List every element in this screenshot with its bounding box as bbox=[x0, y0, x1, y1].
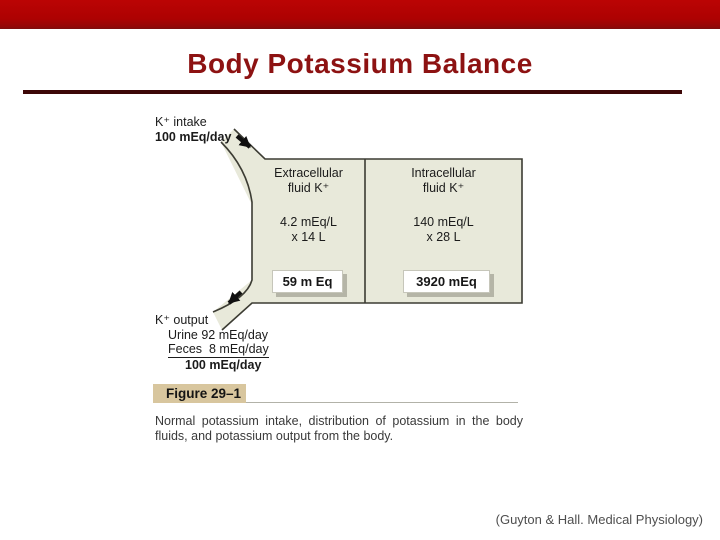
output-feces-row: Feces 8 mEq/day bbox=[168, 342, 269, 358]
output-total: 100 mEq/day bbox=[185, 358, 262, 372]
extracellular-label-line1: Extracellular bbox=[274, 166, 343, 180]
figure-number-label: Figure 29–1 bbox=[153, 384, 246, 403]
output-arrow-icon bbox=[227, 290, 243, 305]
intracellular-volume: x 28 L bbox=[426, 229, 461, 244]
figure-caption-line1: Normal potassium intake, distribution of… bbox=[155, 414, 523, 428]
output-block: K⁺ output Urine 92 mEq/day Feces 8 mEq/d… bbox=[155, 313, 269, 373]
figure-caption-line2: fluids, and potassium output from the bo… bbox=[155, 428, 394, 443]
intake-arrow-icon bbox=[235, 134, 252, 149]
intracellular-label-line2: fluid K⁺ bbox=[422, 180, 465, 195]
extracellular-label: Extracellular fluid K⁺ bbox=[252, 166, 365, 195]
source-credit: (Guyton & Hall. Medical Physiology) bbox=[495, 512, 703, 527]
extracellular-total-box: 59 m Eq bbox=[272, 270, 343, 293]
extracellular-calculation: 4.2 mEq/L x 14 L bbox=[252, 215, 365, 244]
extracellular-label-line2: fluid K⁺ bbox=[287, 180, 330, 195]
intracellular-total-box: 3920 mEq bbox=[403, 270, 490, 293]
intake-label-line2: 100 mEq/day bbox=[155, 129, 232, 144]
slide-accent-bar bbox=[0, 0, 720, 29]
figure-label-rule bbox=[246, 402, 518, 403]
output-chute bbox=[213, 280, 252, 330]
intracellular-concentration: 140 mEq/L bbox=[413, 215, 474, 229]
extracellular-concentration: 4.2 mEq/L bbox=[280, 215, 337, 229]
page-title: Body Potassium Balance bbox=[187, 48, 533, 79]
intracellular-label-line1: Intracellular bbox=[411, 166, 476, 180]
figure-caption: Normal potassium intake, distribution of… bbox=[155, 414, 523, 443]
intracellular-calculation: 140 mEq/L x 28 L bbox=[365, 215, 522, 244]
fluid-box-outline bbox=[221, 128, 523, 331]
intracellular-label: Intracellular fluid K⁺ bbox=[365, 166, 522, 195]
extracellular-volume: x 14 L bbox=[291, 229, 326, 244]
output-label: K⁺ output bbox=[155, 313, 209, 327]
intake-label-line1: K⁺ intake bbox=[155, 115, 207, 129]
output-feces: Feces 8 mEq/day bbox=[168, 342, 269, 358]
title-underline bbox=[23, 90, 682, 94]
intake-label: K⁺ intake 100 mEq/day bbox=[155, 115, 231, 144]
output-urine: Urine 92 mEq/day bbox=[168, 327, 269, 342]
